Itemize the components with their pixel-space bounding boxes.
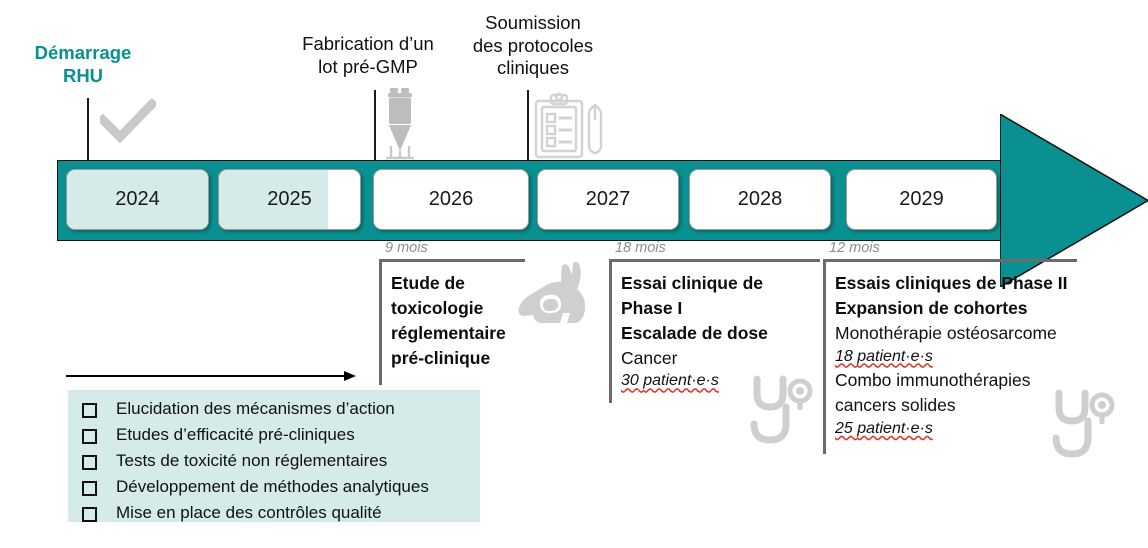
- workpackage-phase-1: 18 mois Essai clinique de Phase I Escala…: [609, 240, 824, 403]
- patient-unit: patient·e·s: [857, 347, 933, 365]
- year-label: 2026: [428, 188, 474, 210]
- timeline-bar: [57, 160, 1001, 241]
- workpackage-phase-2: 12 mois Essais cliniques de Phase II Exp…: [823, 240, 1083, 454]
- duration-label: 18 mois: [615, 240, 666, 256]
- checkbox-icon[interactable]: [82, 507, 97, 522]
- duration-label: 12 mois: [829, 240, 880, 256]
- list-item[interactable]: Etudes d’efficacité pré-cliniques: [78, 422, 498, 448]
- year-label: 2027: [585, 188, 631, 210]
- check-icon: [100, 99, 156, 143]
- workpackage-subtitle: Cancer: [621, 347, 678, 368]
- year-label: 2025: [267, 188, 312, 210]
- bioreactor-icon: [382, 88, 418, 160]
- patient-unit: patient·e·s: [643, 372, 719, 390]
- bracket: Etude de toxicologie réglementaire pré-c…: [379, 259, 525, 385]
- list-item[interactable]: Elucidation des mécanismes d’action: [78, 396, 498, 422]
- rabbit-icon: [518, 262, 592, 324]
- list-item-label: Mise en place des contrôles qualité: [116, 503, 382, 522]
- list-item-label: Tests de toxicité non réglementaires: [116, 451, 388, 470]
- bracket: Essais cliniques de Phase II Expansion d…: [823, 259, 1077, 454]
- patient-count: 18: [835, 347, 853, 365]
- year-label: 2028: [737, 188, 783, 210]
- milestone-label-lot-pre-gmp: Fabrication d’un lot pré-GMP: [302, 33, 434, 77]
- patient-count: 30: [621, 372, 639, 390]
- checklist: Elucidation des mécanismes d’action Etud…: [78, 396, 498, 526]
- patient-count-line: 25 patient·e·s: [835, 418, 933, 441]
- year-progress-2025: [219, 170, 328, 229]
- list-item-label: Elucidation des mécanismes d’action: [116, 399, 395, 418]
- milestone-stem-lot-pre-gmp: [374, 90, 376, 162]
- patient-count-line: 18 patient·e·s: [835, 346, 933, 369]
- workpackage-subtitle: Monothérapie ostéosarcome: [835, 322, 1057, 343]
- milestone-label-demarrage: Démarrage RHU: [34, 42, 132, 86]
- milestone-stem-demarrage: [87, 98, 89, 162]
- patient-count: 25: [835, 419, 853, 437]
- year-cell-2028[interactable]: 2028: [689, 169, 831, 230]
- list-item[interactable]: Mise en place des contrôles qualité: [78, 500, 498, 526]
- checkbox-icon[interactable]: [82, 455, 97, 470]
- milestone-stem-protocoles: [527, 90, 529, 162]
- checklist-panel: [68, 390, 480, 522]
- stethoscope-icon: [748, 374, 814, 454]
- patient-unit: patient·e·s: [857, 419, 933, 437]
- duration-label: 9 mois: [385, 240, 428, 256]
- workpackage-title: Etude de toxicologie réglementaire pré-c…: [391, 273, 506, 368]
- preclinical-phase-arrow: [66, 369, 356, 381]
- year-cell-2024[interactable]: 2024: [66, 169, 209, 230]
- year-cell-2026[interactable]: 2026: [373, 169, 529, 230]
- patient-count-line: 30 patient·e·s: [621, 370, 719, 393]
- stethoscope-icon: [1050, 388, 1116, 468]
- workpackage-extra-line: Combo immunothérapies cancers solides: [835, 370, 1031, 416]
- workpackage-title: Essais cliniques de Phase II Expansion d…: [835, 273, 1068, 318]
- list-item-label: Etudes d’efficacité pré-cliniques: [116, 425, 355, 444]
- milestone-label-protocoles: Soumission des protocoles cliniques: [472, 12, 594, 79]
- year-label: 2024: [115, 188, 160, 210]
- list-item[interactable]: Tests de toxicité non réglementaires: [78, 448, 498, 474]
- list-item-label: Développement de méthodes analytiques: [116, 477, 429, 496]
- workpackage-toxicologie: 9 mois Etude de toxicologie réglementair…: [379, 240, 529, 385]
- clipboard-pen-icon: [533, 92, 605, 160]
- year-cell-2027[interactable]: 2027: [537, 169, 679, 230]
- list-item[interactable]: Développement de méthodes analytiques: [78, 474, 498, 500]
- bracket: Essai clinique de Phase I Escalade de do…: [609, 259, 820, 403]
- checkbox-icon[interactable]: [82, 481, 97, 496]
- year-cell-2025[interactable]: 2025: [218, 169, 361, 230]
- year-cell-2029[interactable]: 2029: [846, 169, 997, 230]
- workpackage-title: Essai clinique de Phase I Escalade de do…: [621, 273, 768, 343]
- checkbox-icon[interactable]: [82, 403, 97, 418]
- checkbox-icon[interactable]: [82, 429, 97, 444]
- year-label: 2029: [899, 188, 944, 210]
- year-progress-2024: [67, 170, 208, 229]
